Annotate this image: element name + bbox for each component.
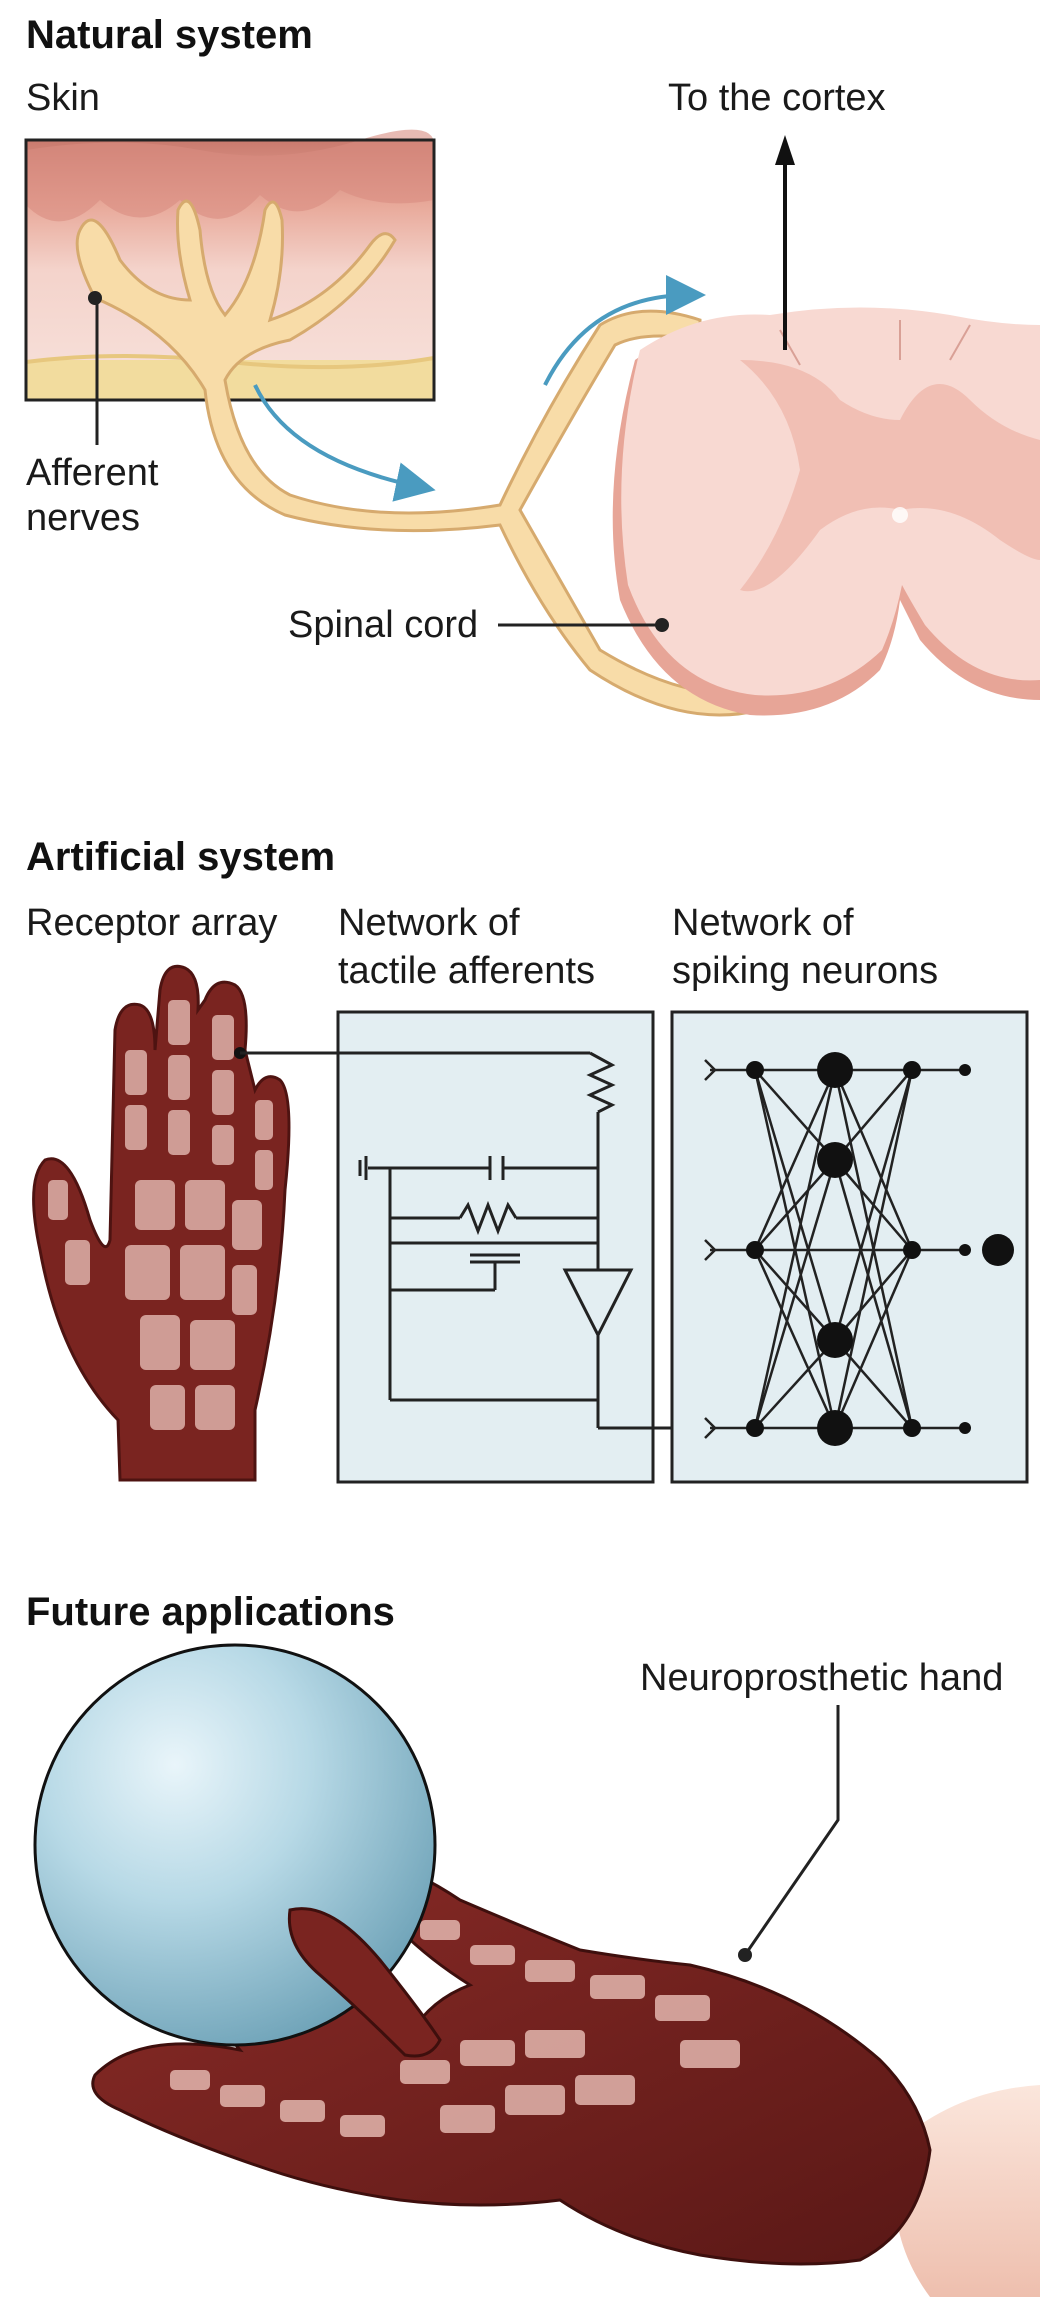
afferent-label-line1: Afferent bbox=[26, 452, 159, 494]
natural-system-title: Natural system bbox=[26, 13, 313, 57]
future-applications-section: Future applications Neuroprosthetic hand bbox=[26, 1590, 1040, 2297]
spiking-label-line1: Network of bbox=[672, 902, 854, 944]
neuroprosthetic-hand-label: Neuroprosthetic hand bbox=[640, 1657, 1003, 1699]
signal-flow-arrow bbox=[253, 384, 436, 502]
skin-label: Skin bbox=[26, 77, 100, 119]
artificial-system-section: Artificial system Receptor array Network… bbox=[26, 835, 1029, 1484]
receptor-array-label: Receptor array bbox=[26, 902, 277, 944]
afferents-label-line2: tactile afferents bbox=[338, 950, 595, 992]
afferent-label-line2: nerves bbox=[26, 497, 140, 539]
future-applications-title: Future applications bbox=[26, 1590, 395, 1634]
spinal-cord-label: Spinal cord bbox=[288, 604, 478, 646]
spiking-label-line2: spiking neurons bbox=[672, 950, 938, 992]
hand-leader-line bbox=[743, 1705, 840, 1956]
forearm-skin bbox=[894, 2085, 1040, 2297]
tactile-afferents-panel bbox=[240, 1010, 700, 1484]
signal-flow-arrow-upper bbox=[543, 275, 706, 386]
glove-thumb bbox=[287, 1907, 442, 2058]
spinal-cord-marker bbox=[655, 618, 669, 632]
spinal-cord-illustration bbox=[612, 307, 1040, 716]
natural-system-section: Natural system Skin To the cortex Affere… bbox=[24, 13, 1040, 717]
cortex-arrow-head bbox=[775, 135, 795, 165]
hand-marker bbox=[738, 1948, 752, 1962]
afferents-label-line1: Network of bbox=[338, 902, 520, 944]
receptor-array-hand bbox=[32, 964, 291, 1482]
artificial-system-title: Artificial system bbox=[26, 835, 335, 879]
cortex-label: To the cortex bbox=[668, 77, 886, 119]
spiking-neurons-panel bbox=[670, 1010, 1029, 1484]
